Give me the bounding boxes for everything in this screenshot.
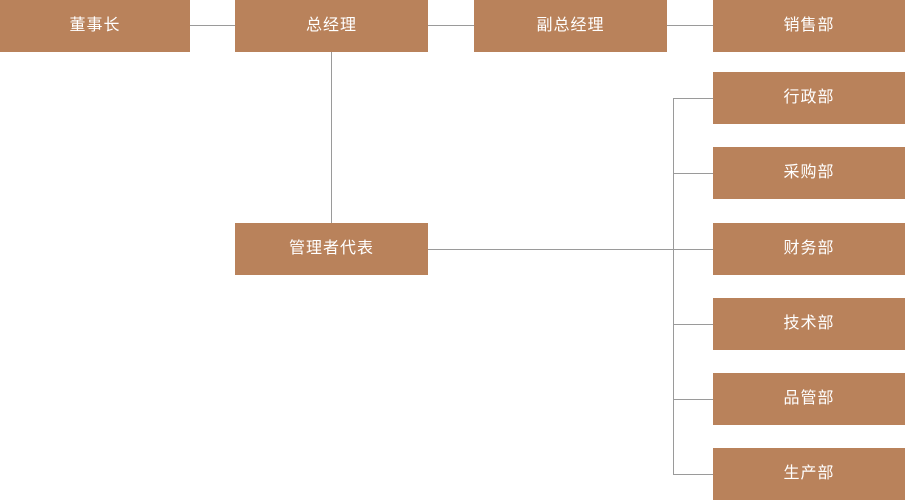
org-node-label: 销售部 <box>783 17 835 34</box>
org-node-admin[interactable]: 行政部 <box>713 72 905 124</box>
org-node-chairman[interactable]: 董事长 <box>0 0 190 52</box>
org-node-finance[interactable]: 财务部 <box>713 223 905 275</box>
org-node-purchasing[interactable]: 采购部 <box>713 147 905 199</box>
connector-gm-down-to-mgmt-rep <box>331 52 332 223</box>
connector-spine-to-production <box>673 474 713 475</box>
org-node-mgmt-rep[interactable]: 管理者代表 <box>235 223 428 275</box>
connector-spine-to-admin <box>673 98 713 99</box>
org-node-production[interactable]: 生产部 <box>713 448 905 500</box>
org-node-label: 董事长 <box>69 17 121 34</box>
org-node-technology[interactable]: 技术部 <box>713 298 905 350</box>
org-node-label: 品管部 <box>783 390 835 407</box>
org-node-label: 采购部 <box>783 164 835 181</box>
connector-spine-to-quality <box>673 399 713 400</box>
org-node-gm[interactable]: 总经理 <box>235 0 428 52</box>
connector-deputy-gm-to-sales <box>667 25 713 26</box>
org-node-sales[interactable]: 销售部 <box>713 0 905 52</box>
org-node-label: 管理者代表 <box>288 240 374 257</box>
connector-spine-to-purchasing <box>673 173 713 174</box>
org-node-label: 行政部 <box>783 89 835 106</box>
org-node-quality[interactable]: 品管部 <box>713 373 905 425</box>
connector-department-spine <box>673 98 674 474</box>
org-node-label: 生产部 <box>783 465 835 482</box>
connector-gm-to-deputy-gm <box>428 25 474 26</box>
connector-mgmt-rep-to-spine <box>428 249 673 250</box>
connector-spine-to-finance <box>673 249 713 250</box>
org-node-deputy-gm[interactable]: 副总经理 <box>474 0 667 52</box>
org-node-label: 技术部 <box>783 315 835 332</box>
org-node-label: 副总经理 <box>536 17 605 34</box>
org-node-label: 财务部 <box>783 240 835 257</box>
org-node-label: 总经理 <box>305 17 357 34</box>
connector-spine-to-technology <box>673 324 713 325</box>
connector-chairman-to-gm <box>190 25 235 26</box>
